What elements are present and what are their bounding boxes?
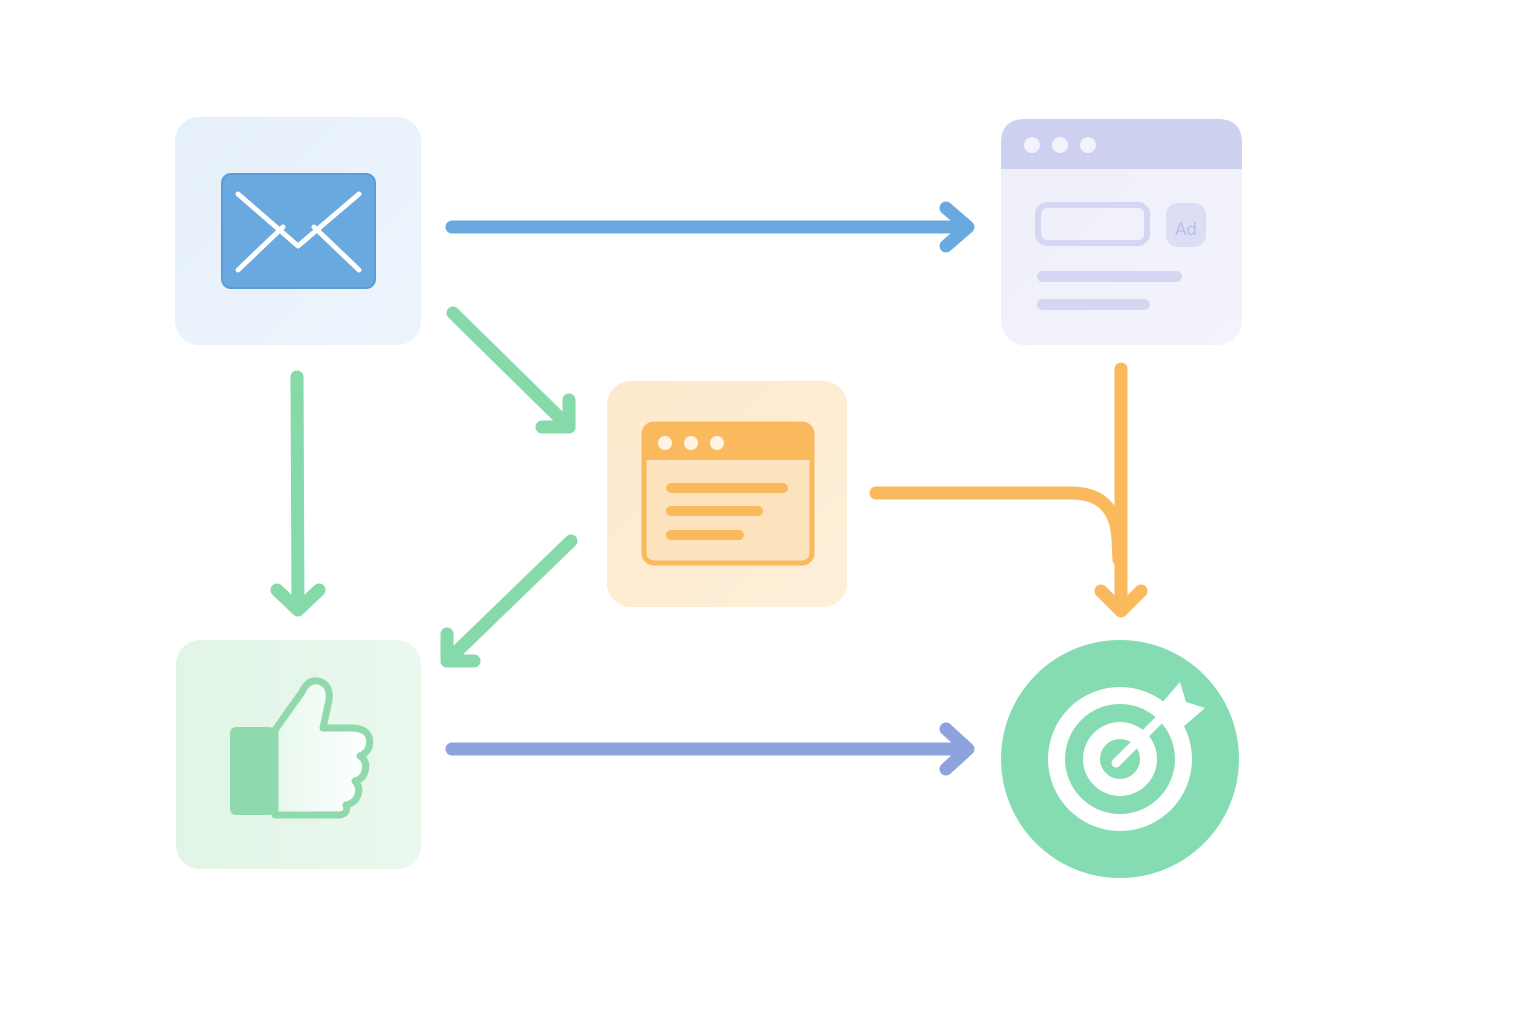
target-arrow-icon <box>1048 682 1205 831</box>
thumbs-up-icon <box>230 677 374 819</box>
edge-email-to-social-like <box>270 370 326 617</box>
display-ad-node[interactable]: Ad <box>1001 119 1242 345</box>
ad-badge-label: Ad <box>1175 220 1197 240</box>
edge-display-ad-to-goal <box>1094 362 1148 618</box>
browser-window-icon <box>641 421 815 566</box>
edge-landing-page-to-social-like <box>440 534 578 668</box>
edge-social-like-to-goal <box>445 722 975 776</box>
landing-page-node[interactable] <box>607 381 847 607</box>
edge-landing-page-to-goal <box>869 486 1126 567</box>
envelope-icon <box>221 173 376 289</box>
social-like-node[interactable] <box>176 640 421 869</box>
goal-node[interactable] <box>1001 640 1239 878</box>
edge-email-to-display-ad <box>445 201 975 253</box>
email-node[interactable] <box>175 117 421 345</box>
browser-ad-icon: Ad <box>1001 119 1242 310</box>
edge-email-to-landing-page <box>446 306 576 434</box>
